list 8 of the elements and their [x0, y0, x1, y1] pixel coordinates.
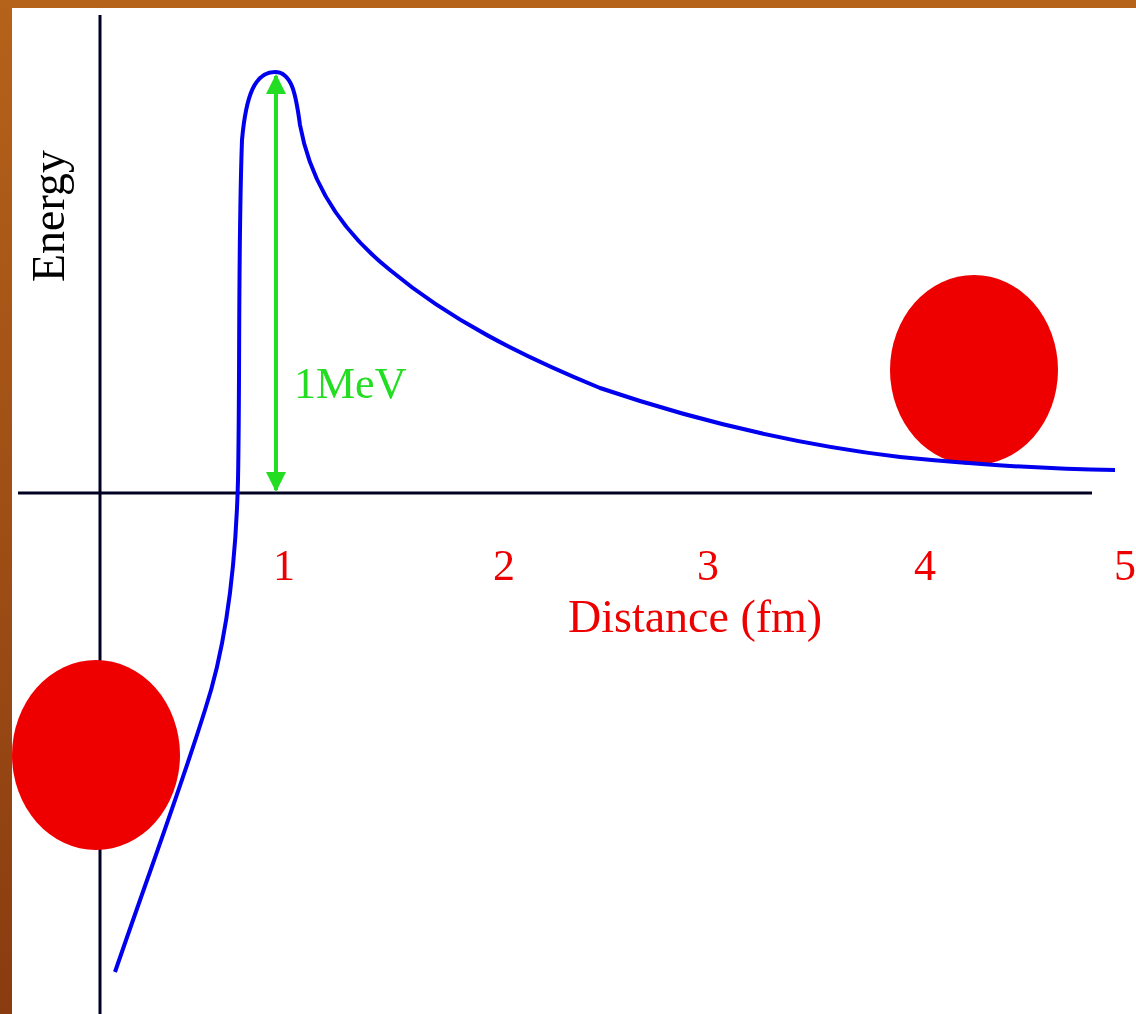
- tick-label: 1: [273, 544, 295, 588]
- tick-label: 3: [697, 544, 719, 588]
- measure-label: 1MeV: [294, 362, 407, 406]
- tick-label: 5: [1114, 544, 1136, 588]
- axis-label: Distance (fm): [568, 594, 823, 640]
- tick-label: 2: [493, 544, 515, 588]
- tick-label: 4: [914, 544, 936, 588]
- axis-label: Energy: [26, 150, 72, 282]
